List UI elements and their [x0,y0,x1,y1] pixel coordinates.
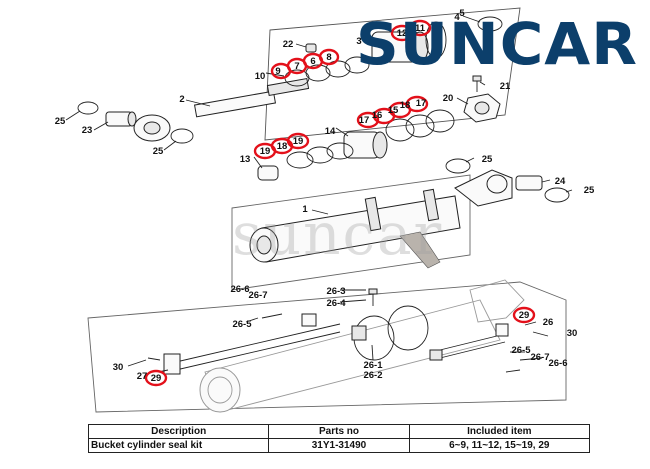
callout-labels: 9 7 6 8 10 12 11 22 3 4 5 21 20 2 25 23 … [55,8,595,384]
callout-9: 9 [275,66,280,77]
callout-26-5-a: 26-5 [232,319,252,330]
callout-23: 23 [82,125,93,136]
callout-5: 5 [459,8,465,19]
callout-4: 4 [454,12,460,23]
col-included-item: Included item [408,424,591,439]
callout-8: 8 [326,52,331,63]
callout-17-b: 17 [416,98,427,109]
callout-29-right: 29 [519,310,530,321]
leader-lines [65,15,573,373]
cell-included-item: 6~9, 11~12, 15~19, 29 [408,438,591,453]
callout-29-left: 29 [151,373,162,384]
callout-19-a: 19 [260,146,271,157]
callout-26-5-b: 26-5 [511,345,531,356]
rod-group-panel [77,7,521,181]
table-row: Bucket cylinder seal kit 31Y1-31490 6~9,… [87,438,591,453]
callout-6: 6 [310,56,315,67]
callout-18-b: 18 [277,141,288,152]
callout-22: 22 [283,39,294,50]
tube-panel [231,158,570,291]
callout-18-a: 18 [400,100,411,111]
suncar-logo: SUNCAR [356,14,638,74]
brand-watermark: suncar [232,200,444,268]
callout-24: 24 [555,176,566,187]
callout-26-3: 26-3 [326,286,345,297]
callout-13: 13 [240,154,251,165]
logo-wordmark: SUNCAR [356,14,638,74]
callout-26-1: 26-1 [363,360,383,371]
callout-30-right: 30 [567,328,578,339]
callout-19-b: 19 [293,136,304,147]
callout-27: 27 [137,371,148,382]
kit-item-highlights [144,19,536,387]
callout-17-a: 17 [359,115,370,126]
table-header-row: Description Parts no Included item [87,424,591,439]
cell-parts-no: 31Y1-31490 [268,438,410,453]
callout-10: 10 [255,71,266,82]
callout-26-6-b: 26-6 [548,358,567,369]
callout-26-2: 26-2 [363,370,382,381]
callout-26: 26 [543,317,554,328]
col-parts-no: Parts no [268,424,410,439]
callout-26-7-b: 26-7 [530,352,549,363]
callout-3: 3 [356,36,361,47]
callout-26-6-a: 26-6 [230,284,249,295]
cell-description: Bucket cylinder seal kit [87,438,270,453]
callout-25-left: 25 [55,116,66,127]
callout-7: 7 [294,61,299,72]
callout-11: 11 [415,23,426,34]
callout-26-7-a: 26-7 [248,290,267,301]
callout-25-rodeye: 25 [153,146,164,157]
callout-21: 21 [500,81,511,92]
callout-30-left: 30 [113,362,124,373]
callout-25-right: 25 [584,185,595,196]
col-description: Description [87,424,270,439]
callout-14: 14 [325,126,336,137]
callout-15: 15 [388,105,399,116]
callout-16: 16 [372,110,383,121]
callout-25-tube: 25 [482,154,493,165]
callout-26-4: 26-4 [326,298,346,309]
seal-kit-table: Description Parts no Included item Bucke… [87,424,591,453]
callout-1: 1 [302,204,308,215]
callout-12: 12 [397,28,408,39]
piping-panel [87,279,567,413]
callout-2: 2 [179,94,184,105]
callout-20: 20 [443,93,454,104]
